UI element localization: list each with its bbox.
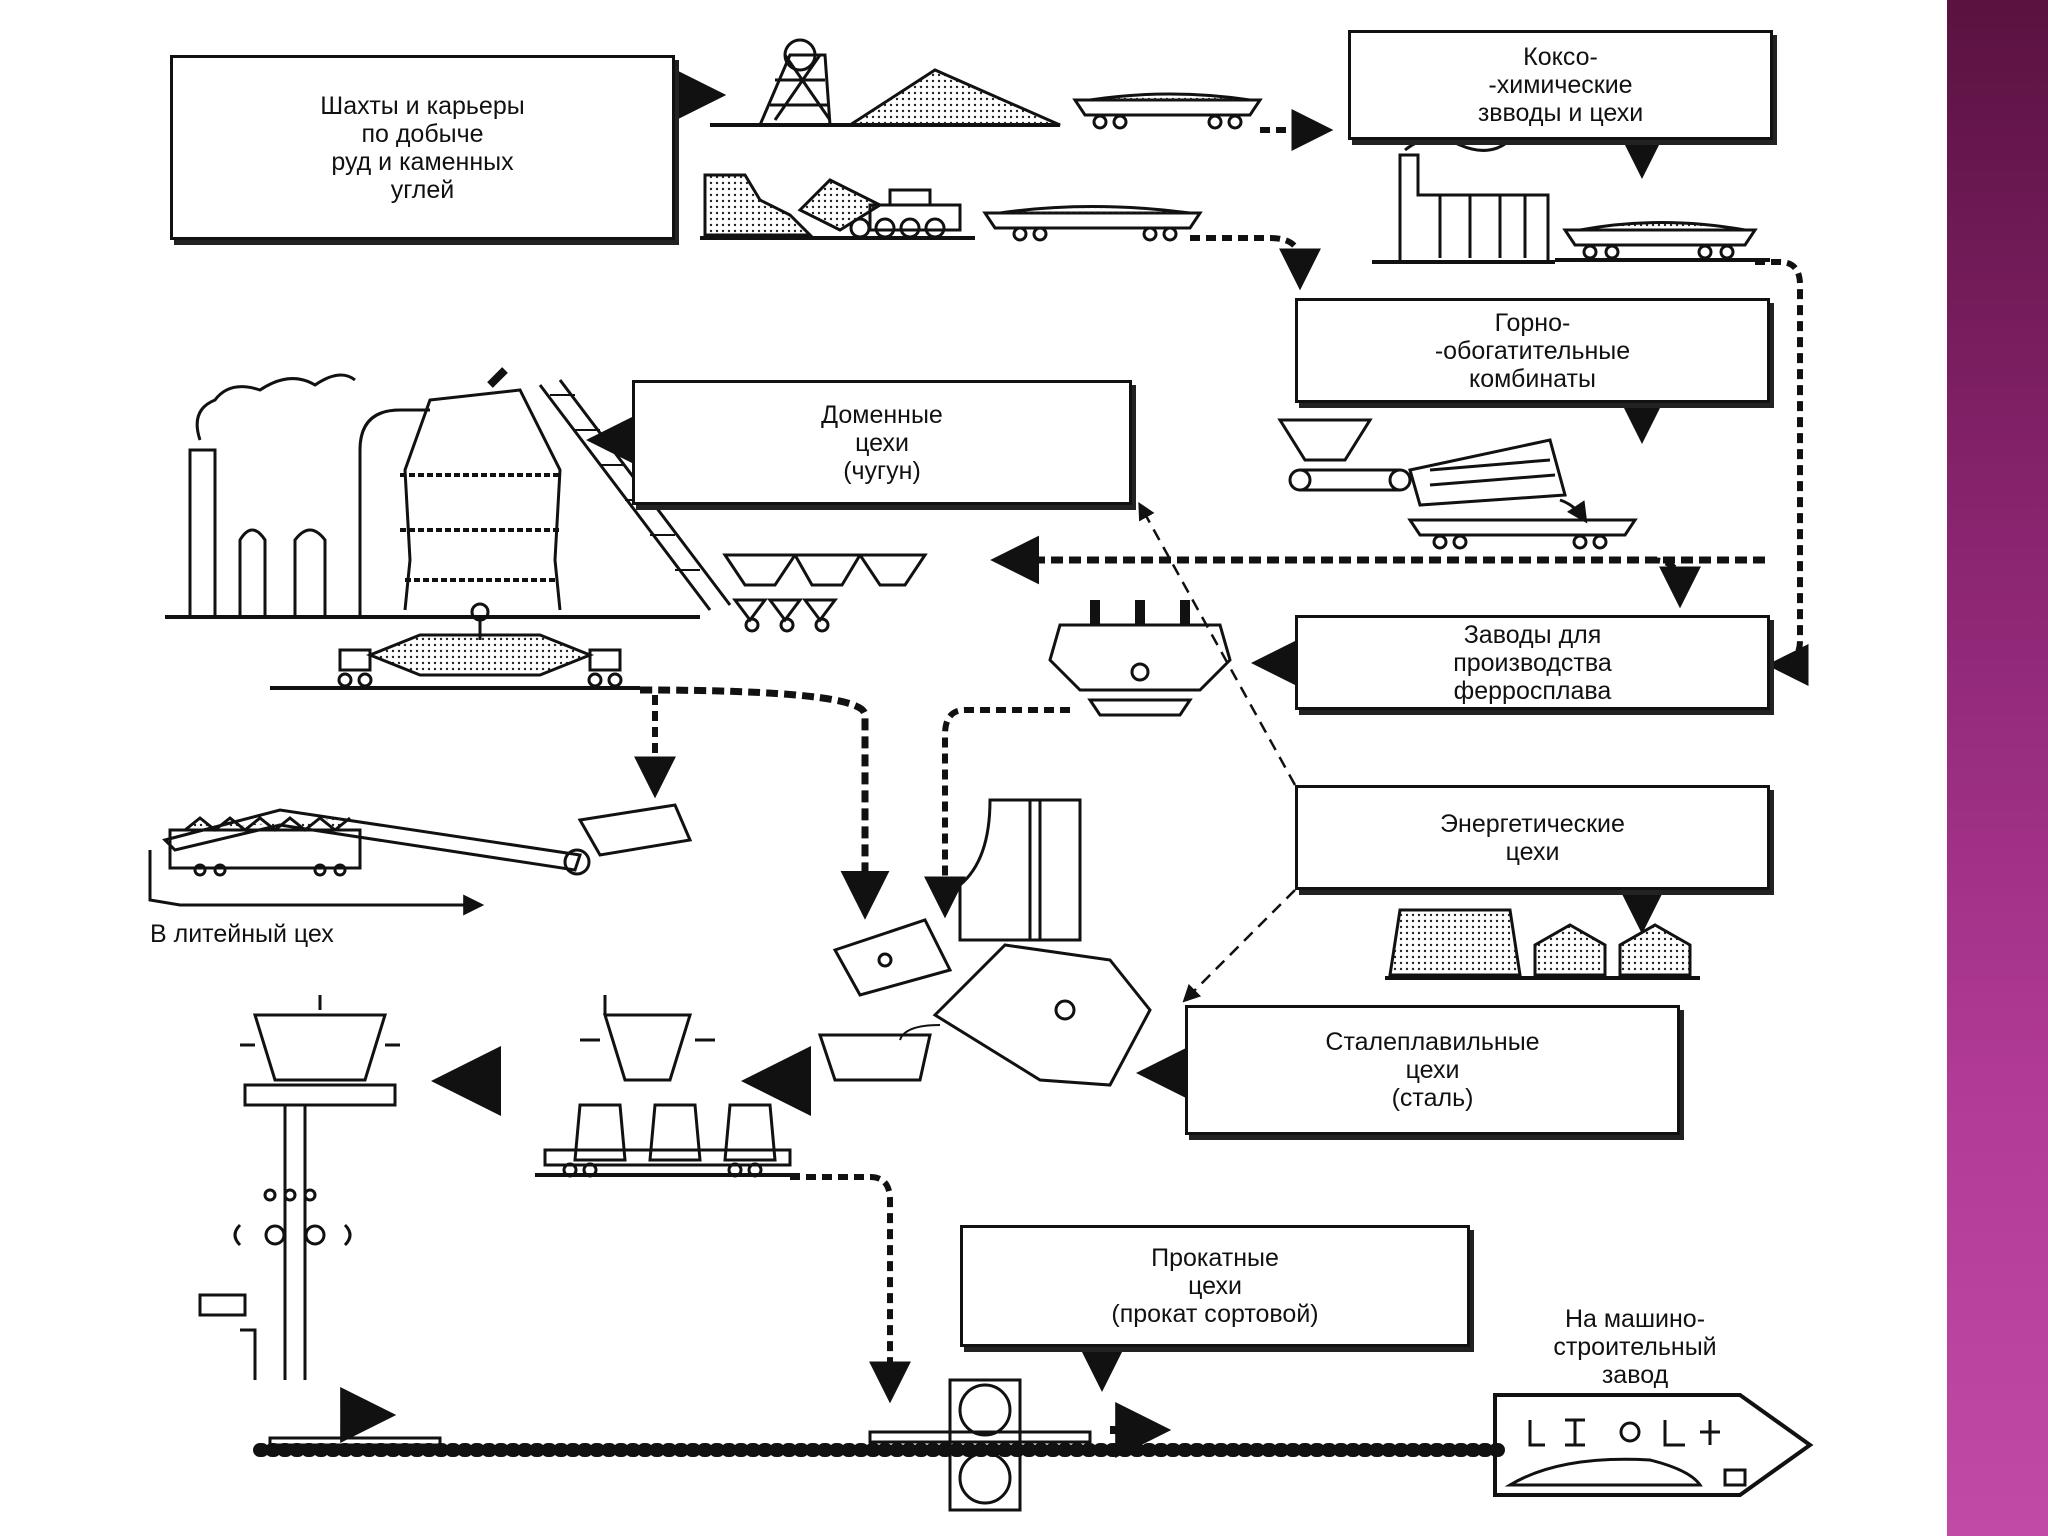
coke-wagon-icon: [1555, 221, 1770, 262]
energy-link-steel: [1182, 889, 1296, 1003]
metallurgy-flow-diagram: [148, 38, 1814, 1512]
ore-wagon-bottom-icon: [982, 205, 1203, 242]
continuous-caster-icon: [198, 995, 400, 1380]
rail-blast-to-steel: [639, 686, 890, 920]
rail-ferro-to-steel: [924, 707, 1070, 919]
rail-branch-to-ferro: [1649, 557, 1701, 609]
ore-wagon-mid-icon: [1407, 518, 1638, 550]
node-mines: Шахты и карьеры по добыче руд и каменных…: [170, 55, 675, 240]
chimneys-icon: [165, 373, 700, 619]
label-to-machine-plant: На машино- строительный завод: [1553, 1305, 1717, 1389]
rolling-stand-icon: [868, 1378, 1092, 1512]
rail-to-mining-combines: [1190, 235, 1321, 291]
roller-conveyor-icon: [253, 1436, 1507, 1457]
node-energy: Энергетические цехи: [1295, 785, 1770, 890]
rail-molds-to-rolling: [790, 1174, 911, 1404]
decorative-side-bar: [1947, 0, 2048, 1536]
rail-coke-to-ferro: [1755, 259, 1809, 686]
node-rolling: Прокатные цехи (прокат сортовой): [960, 1225, 1470, 1347]
coke-plant-icon: [1372, 131, 1561, 264]
crusher-conveyor-icon: [1277, 418, 1588, 524]
ore-bunkers-icon: [722, 553, 928, 633]
quarry-icon: [700, 173, 975, 240]
energy-link-blast: [1138, 501, 1297, 786]
node-ferroalloy: Заводы для производства ферросплава: [1295, 615, 1770, 710]
node-coke-chemical: Коксо- -химические звводы и цехи: [1348, 30, 1773, 140]
ore-pile-icon: [844, 68, 1061, 127]
hot-metal-ladle-car-icon: [270, 602, 640, 690]
steel-converter-icon: [817, 798, 1152, 1087]
label-to-foundry: В литейный цех: [150, 920, 334, 948]
ore-wagon-top-icon: [1072, 92, 1263, 130]
casting-machine-icon: [148, 803, 693, 916]
node-steelmaking: Сталеплавильные цехи (сталь): [1185, 1005, 1680, 1135]
machine-plant-icon: [1493, 1393, 1814, 1497]
energy-buildings-icon: [1385, 908, 1700, 980]
ingot-molds-icon: [535, 995, 800, 1178]
node-blast-furnace: Доменные цехи (чугун): [632, 380, 1132, 505]
ferroalloy-furnace-icon: [1048, 600, 1232, 717]
node-mining-combines: Горно- -обогатительные комбинаты: [1295, 298, 1770, 403]
